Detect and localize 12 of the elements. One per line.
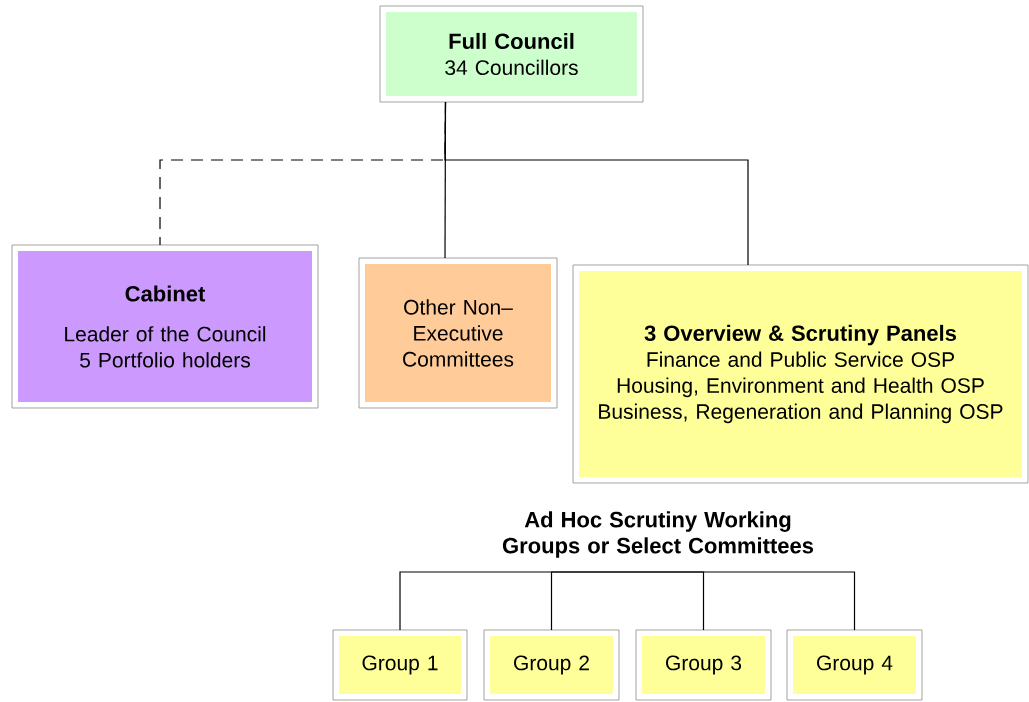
group-box: Group 1 [332, 629, 468, 701]
group-box: Group 4 [786, 629, 923, 701]
panel-box: 3 Overview & Scrutiny Panels Finance and Public Service OSP Housing, Environment and Health OSP Business, Regeneration and Planning OSP [572, 264, 1029, 484]
committee-box: Other Non–Executive Committees [358, 257, 558, 409]
council-box: Full Council 34 Councillors [379, 5, 644, 103]
connector-line [444, 101, 749, 266]
connector-line [550, 571, 659, 631]
heading-text: Ad Hoc Scrutiny Working Groups or Select Committees [502, 511, 814, 558]
committee-box: Cabinet Leader of the Council 5 Portfolio holders [11, 244, 319, 409]
connector-line [657, 571, 856, 631]
group-box: Group 2 [483, 629, 620, 701]
group-box: Group 3 [635, 629, 772, 701]
